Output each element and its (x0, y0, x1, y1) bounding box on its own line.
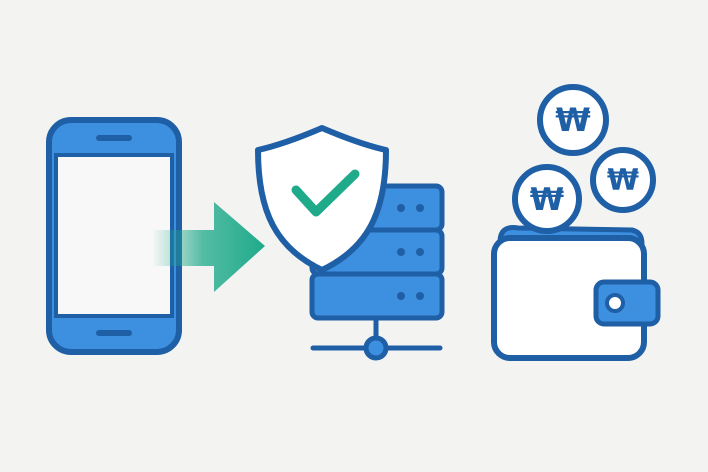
coin-symbol: ₩ (555, 101, 590, 139)
wallet-icon (491, 225, 661, 361)
shield-check-icon (255, 125, 389, 273)
won-coin-icon: ₩ (590, 147, 656, 213)
won-coin-icon: ₩ (537, 84, 609, 156)
network-connector-icon (310, 318, 443, 361)
coin-symbol: ₩ (530, 182, 564, 218)
transfer-arrow-icon (152, 202, 265, 292)
coin-symbol: ₩ (607, 163, 639, 197)
won-coin-icon: ₩ (512, 164, 582, 234)
